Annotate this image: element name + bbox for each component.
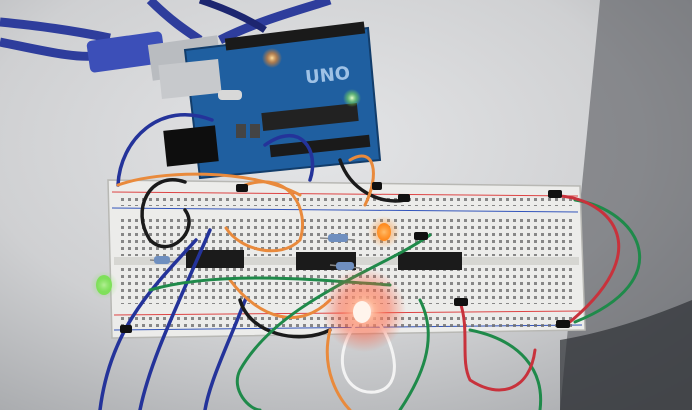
usb-plug: [86, 31, 166, 73]
onboard-led-green: [343, 89, 361, 107]
wire-green-2: [236, 233, 432, 410]
surface-shadow-bottom: [560, 300, 692, 410]
wire-green-5: [398, 298, 430, 410]
digital-header: [224, 21, 366, 51]
wire-orange-5: [325, 328, 352, 410]
top-rail-holes: [118, 196, 573, 206]
wire-red-1: [558, 194, 621, 328]
wire-black-1: [140, 178, 191, 249]
wire-red-2: [458, 300, 537, 392]
led-orange: [368, 216, 400, 248]
wire-orange-3: [348, 154, 375, 207]
wire-connectors: [120, 182, 570, 333]
led-red-lit: [322, 268, 406, 352]
onboard-led-orange: [262, 48, 282, 68]
wire-black-3: [238, 298, 332, 339]
wire-orange-4: [228, 278, 332, 319]
wire-blue-1: [116, 113, 214, 187]
board-marking: UNO: [304, 63, 351, 89]
power-jack: [163, 125, 219, 167]
analog-header: [269, 134, 371, 158]
wire-blue-4: [138, 228, 212, 410]
wire-black-2: [338, 158, 407, 203]
wire-blue-2: [263, 133, 315, 182]
wire-orange-2: [224, 180, 305, 253]
resistor-3: [149, 256, 176, 264]
usb-jack: [158, 58, 222, 100]
resistor-2: [329, 262, 361, 270]
wire-white-1: [340, 323, 396, 394]
arduino-board: UNO: [158, 21, 382, 180]
jumper-wires: [98, 113, 641, 410]
surface-shadow-right: [560, 0, 692, 410]
wire-blue-3: [98, 238, 198, 410]
wire-blue-5: [203, 296, 248, 410]
wire-green-4: [468, 328, 543, 410]
resistor-1: [319, 234, 356, 242]
wire-green-3: [573, 198, 641, 324]
microcontroller-chip: [261, 103, 359, 131]
led-green: [90, 271, 118, 299]
ic-chip-right: [398, 252, 462, 270]
